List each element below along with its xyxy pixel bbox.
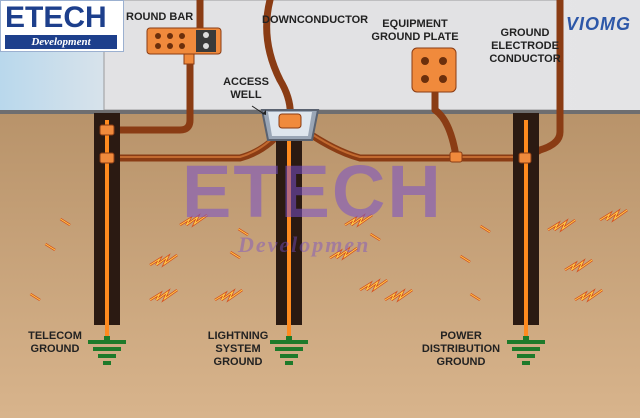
spark-highlight <box>30 293 41 301</box>
access-well <box>251 105 320 141</box>
spark-highlight <box>480 225 491 233</box>
rod-clamps <box>99 124 532 164</box>
power-distribution-ground-label: POWER DISTRIBUTION GROUND <box>421 330 501 368</box>
spark-highlight <box>214 289 243 301</box>
ground-symbol-icon <box>270 336 308 365</box>
watermark-subtitle: Developmen <box>238 232 371 257</box>
brand-logo: VIOMG <box>566 14 632 34</box>
etech-logo: ETECH Development <box>0 0 124 52</box>
watermark-title: ETECH <box>182 150 443 233</box>
ground-rods <box>94 113 539 338</box>
downconductor-label: DOWNCONDUCTOR <box>262 14 369 26</box>
ground-bar <box>146 27 222 65</box>
spark-highlight <box>149 289 178 301</box>
spark-highlight <box>230 251 241 259</box>
spark-highlight <box>60 218 71 226</box>
lightning-system-ground-label: LIGHTNING SYSTEM GROUND <box>207 330 269 368</box>
ground-symbol-icon <box>507 336 545 365</box>
telecom-ground-label: TELECOM GROUND <box>28 330 82 355</box>
spark-highlight <box>547 219 576 231</box>
spark-highlight <box>359 279 388 291</box>
spark-highlight <box>384 289 413 301</box>
spark-highlight <box>470 293 481 301</box>
ground-electrode-conductor-label: GROUND ELECTRODE CONDUCTOR <box>489 27 561 65</box>
logo-subtitle: Development <box>5 35 117 49</box>
sparks-icon <box>29 208 628 303</box>
spark-highlight <box>344 214 373 226</box>
spark-highlight <box>460 255 471 263</box>
spark-highlight <box>574 289 603 301</box>
spark-highlight <box>370 233 381 241</box>
ground-bar-label: ROUND BAR <box>126 11 194 23</box>
spark-highlight <box>564 259 593 271</box>
spark-highlight <box>238 228 249 236</box>
access-well-label: ACCESS WELL <box>223 76 269 101</box>
equipment-ground-plate <box>411 47 457 93</box>
spark-highlight <box>45 243 56 251</box>
equipment-ground-plate-label: EQUIPMENT GROUND PLATE <box>371 18 459 43</box>
spark-highlight <box>329 247 358 259</box>
spark-highlight <box>179 214 208 226</box>
power-rod-core <box>524 120 528 338</box>
surface-line <box>0 110 640 114</box>
building-wall <box>103 0 561 111</box>
spark-highlight <box>599 209 628 221</box>
telecom-rod-core <box>105 120 109 338</box>
lightning-rod-core <box>287 120 291 338</box>
ground-symbols <box>88 336 545 365</box>
spark-highlight <box>149 254 178 266</box>
ground-symbol-icon <box>88 336 126 365</box>
logo-title: ETECH <box>5 1 107 34</box>
